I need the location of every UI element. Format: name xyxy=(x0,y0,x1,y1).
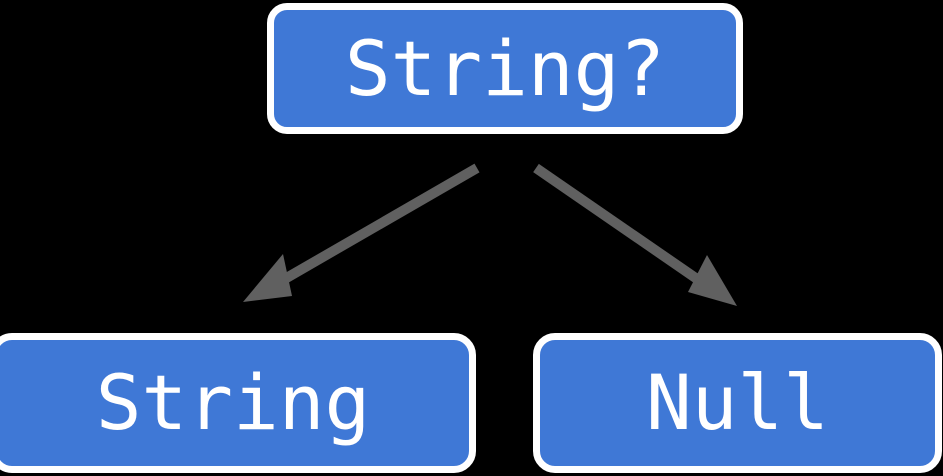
edge-root-to-string-arrowhead xyxy=(243,254,292,302)
node-null-label: Null xyxy=(645,358,830,447)
edge-root-to-string-line xyxy=(280,163,480,285)
edge-root-to-null-arrowhead xyxy=(688,255,737,306)
node-string-optional[interactable]: String? xyxy=(267,3,743,134)
node-string-label: String xyxy=(95,358,371,447)
edge-root-to-null-line xyxy=(533,163,703,286)
node-string-optional-label: String? xyxy=(344,23,666,113)
node-null[interactable]: Null xyxy=(533,333,942,473)
edge-root-to-string xyxy=(243,163,480,302)
edge-root-to-null xyxy=(533,163,737,306)
node-string[interactable]: String xyxy=(0,333,476,473)
